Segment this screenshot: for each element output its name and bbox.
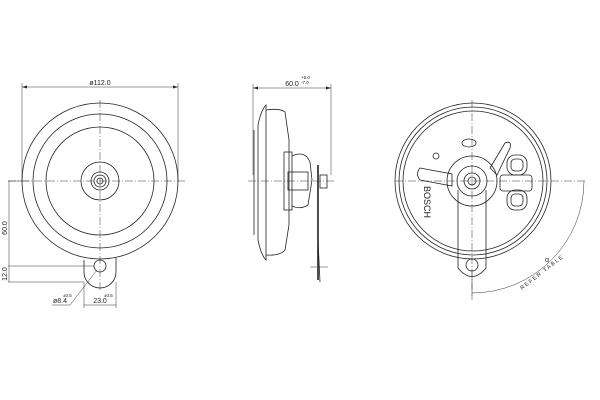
offset-tolerance: ±0.5 xyxy=(104,293,113,298)
diameter-label: ø112.0 xyxy=(89,80,110,87)
bracket-height-label: 12.0 xyxy=(2,267,9,281)
depth-tol-lower: -7.0 xyxy=(301,80,309,85)
offset-label: 23.0 xyxy=(93,298,107,305)
side-view: 60.0 +5.0 -7.0 xyxy=(248,75,336,283)
rear-view: BOSCH α REFER TABLE xyxy=(394,100,585,300)
refer-table-text: REFER TABLE xyxy=(520,254,566,292)
hole-label: ø8.4 xyxy=(53,298,67,305)
depth-label: 60.0 xyxy=(285,81,299,88)
hole-tolerance: ±0.5 xyxy=(63,293,72,298)
front-view: ø112.0 60.0 12.0 ø8.4 ±0.5 23.0 ±0.5 xyxy=(2,80,185,308)
angle-symbol: α xyxy=(545,257,549,264)
height-label: 60.0 xyxy=(2,221,9,235)
brand-text: BOSCH xyxy=(422,186,432,218)
depth-tol-upper: +5.0 xyxy=(301,75,310,80)
